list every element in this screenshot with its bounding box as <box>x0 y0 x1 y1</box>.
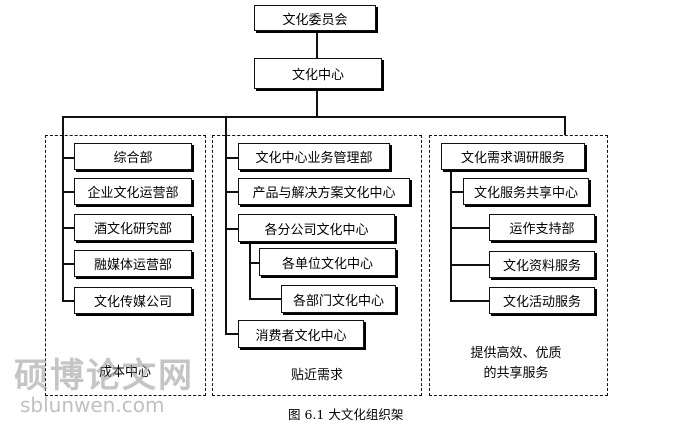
watermark-logo: 硕博论文网 <box>14 356 194 396</box>
connector-line <box>249 298 281 300</box>
group-label-cost-center: 成本中心 <box>98 365 151 380</box>
connector-line <box>450 300 489 302</box>
org-node: 各部门文化中心 <box>281 285 396 313</box>
connector-line <box>249 262 259 264</box>
connector-line <box>564 116 566 135</box>
org-node: 产品与解决方案文化中心 <box>238 178 410 205</box>
connector-line <box>62 191 74 193</box>
group-frame-shared-service <box>429 135 608 396</box>
connector-line <box>62 263 74 265</box>
figure-caption: 图 6.1 大文化组织架 <box>288 407 404 422</box>
connector-line <box>225 333 238 335</box>
org-node: 企业文化运营部 <box>74 178 192 205</box>
connector-line <box>225 157 238 159</box>
org-node: 文化服务共享中心 <box>463 178 589 205</box>
connector-line <box>62 116 64 135</box>
watermark-url: sblunwen.com <box>20 393 165 417</box>
org-node: 文化需求调研服务 <box>441 143 585 170</box>
org-node: 文化传媒公司 <box>74 287 192 314</box>
connector-line <box>62 227 74 229</box>
connector-line <box>316 31 318 58</box>
org-node: 各分公司文化中心 <box>238 214 395 242</box>
org-node-culture-center: 文化中心 <box>254 58 382 89</box>
group-label-close-to-demand: 贴近需求 <box>290 368 343 383</box>
connector-line <box>225 191 238 193</box>
org-node: 融媒体运营部 <box>74 250 192 277</box>
connector-line <box>62 135 64 301</box>
connector-line <box>450 227 489 229</box>
group-frame-close-to-demand <box>212 135 422 396</box>
connector-line <box>225 228 238 230</box>
connector-line <box>249 242 251 299</box>
connector-line <box>316 89 318 116</box>
connector-line <box>62 116 565 118</box>
connector-line <box>450 264 489 266</box>
connector-line <box>62 300 74 302</box>
org-node: 各单位文化中心 <box>259 248 396 276</box>
connector-line <box>450 191 463 193</box>
org-node: 文化中心业务管理部 <box>238 143 390 170</box>
org-node-committee: 文化委员会 <box>254 5 376 31</box>
group-label-shared-service-line2: 的共享服务 <box>483 366 549 381</box>
org-node: 综合部 <box>74 143 192 170</box>
org-node: 文化资料服务 <box>489 251 595 278</box>
org-node: 消费者文化中心 <box>238 320 364 348</box>
connector-line <box>225 135 227 333</box>
connector-line <box>450 170 452 301</box>
group-frame-cost-center <box>45 135 206 396</box>
connector-line <box>225 116 227 135</box>
group-label-shared-service-line1: 提供高效、优质 <box>470 346 562 361</box>
connector-line <box>62 157 74 159</box>
org-node: 运作支持部 <box>489 214 595 241</box>
org-node: 文化活动服务 <box>489 287 595 314</box>
org-node: 酒文化研究部 <box>74 214 192 241</box>
